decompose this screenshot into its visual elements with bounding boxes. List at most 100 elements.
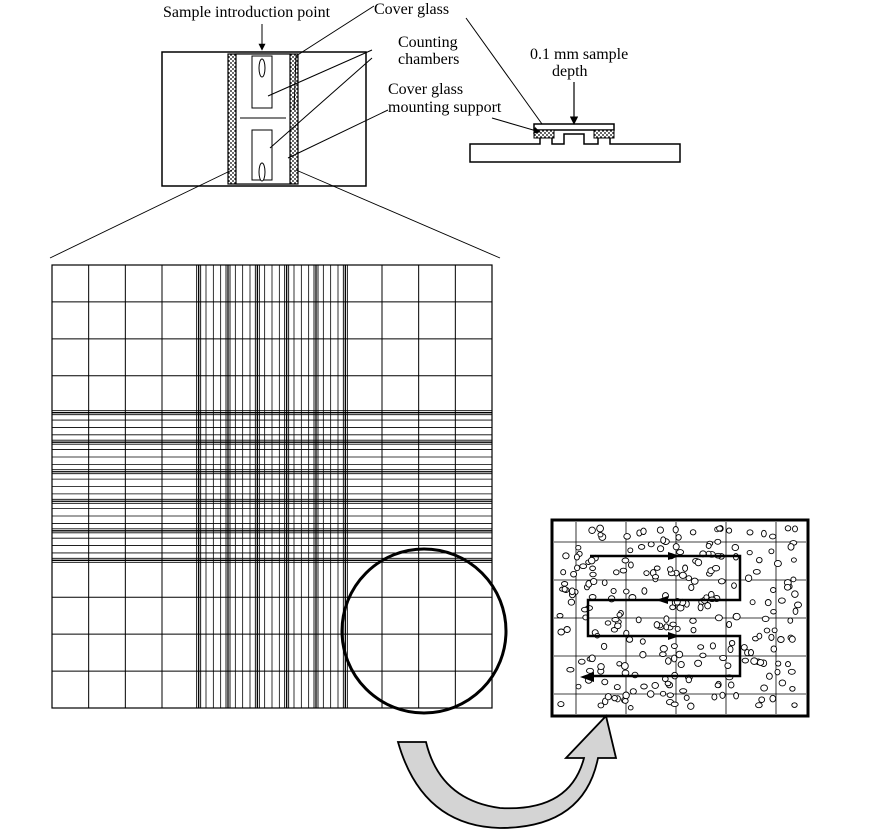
cell xyxy=(575,544,582,551)
cell xyxy=(660,536,667,544)
cell xyxy=(794,601,802,609)
cell xyxy=(604,693,612,701)
cell xyxy=(746,549,753,556)
cell xyxy=(748,649,754,657)
cell xyxy=(600,642,608,650)
cell xyxy=(717,578,726,585)
cell xyxy=(637,544,646,550)
side-cover-glass xyxy=(533,123,615,131)
cell xyxy=(562,552,570,560)
cell xyxy=(674,625,681,632)
cell xyxy=(670,643,678,649)
cell xyxy=(731,582,737,589)
cell xyxy=(610,587,617,595)
cell xyxy=(671,654,678,663)
cell xyxy=(597,532,604,538)
cell xyxy=(784,525,792,532)
cell xyxy=(755,702,763,709)
cell xyxy=(716,525,724,532)
cell xyxy=(690,626,697,634)
cell xyxy=(640,683,648,690)
cell xyxy=(763,627,771,634)
cell xyxy=(761,529,767,538)
cell xyxy=(727,645,734,654)
cell xyxy=(761,615,770,623)
cell xyxy=(626,636,634,643)
cell xyxy=(659,645,668,653)
cell xyxy=(756,659,765,666)
label-depth-line2: depth xyxy=(552,63,588,80)
counting-grid xyxy=(51,264,493,709)
cell xyxy=(768,633,775,641)
cell xyxy=(791,702,798,708)
cell xyxy=(678,571,687,579)
cell xyxy=(728,640,736,647)
cell xyxy=(697,644,705,650)
cell xyxy=(771,627,778,634)
cell xyxy=(669,604,676,611)
cell xyxy=(740,644,748,651)
cell xyxy=(790,576,797,583)
cell xyxy=(773,559,782,568)
cell xyxy=(611,617,620,623)
cell xyxy=(643,570,650,576)
magnification-lines xyxy=(49,169,501,259)
cell xyxy=(682,564,689,572)
cell xyxy=(623,533,631,540)
cell xyxy=(613,684,621,691)
cell xyxy=(570,570,578,578)
cell xyxy=(727,681,735,689)
cell xyxy=(663,623,670,631)
cell xyxy=(764,599,772,607)
cell xyxy=(670,701,679,708)
cell xyxy=(732,612,741,621)
cell xyxy=(657,545,665,553)
cell xyxy=(601,678,609,686)
cell xyxy=(766,672,773,680)
cell xyxy=(697,603,704,612)
cell xyxy=(714,682,721,689)
zoomed-square-view xyxy=(550,518,810,718)
cell xyxy=(790,557,797,563)
cell xyxy=(560,569,567,576)
cell xyxy=(557,628,565,636)
cell xyxy=(741,657,749,664)
cell xyxy=(760,684,768,692)
cell xyxy=(690,577,699,585)
cell xyxy=(774,668,781,676)
cell xyxy=(561,581,569,587)
cell xyxy=(749,599,756,606)
cell xyxy=(787,543,795,551)
magnify-circle xyxy=(340,547,508,715)
cell xyxy=(629,688,637,695)
cell xyxy=(561,585,568,593)
cell xyxy=(597,702,605,709)
cell xyxy=(589,565,596,572)
slide-top-view xyxy=(161,51,367,187)
cell xyxy=(621,698,629,704)
cell xyxy=(789,685,796,692)
curved-arrow xyxy=(396,714,618,829)
cell xyxy=(676,549,685,556)
cell xyxy=(744,574,753,582)
cell xyxy=(619,567,628,574)
cell xyxy=(768,548,775,555)
cell xyxy=(777,636,785,643)
cell xyxy=(575,683,582,690)
cell xyxy=(590,577,598,586)
cell xyxy=(640,527,647,535)
cell xyxy=(719,654,728,662)
labels: Sample introduction point Cover glass Co… xyxy=(163,1,628,116)
cell xyxy=(635,616,642,624)
cell xyxy=(647,541,655,548)
label-mounting-line2: mounting support xyxy=(388,99,502,116)
cell xyxy=(666,692,674,698)
slide-side-view xyxy=(465,17,681,163)
cell xyxy=(567,598,576,606)
cell xyxy=(557,701,565,708)
cell xyxy=(588,526,596,534)
cell xyxy=(556,613,564,619)
cell xyxy=(689,529,697,536)
label-cover-glass: Cover glass xyxy=(374,1,449,18)
